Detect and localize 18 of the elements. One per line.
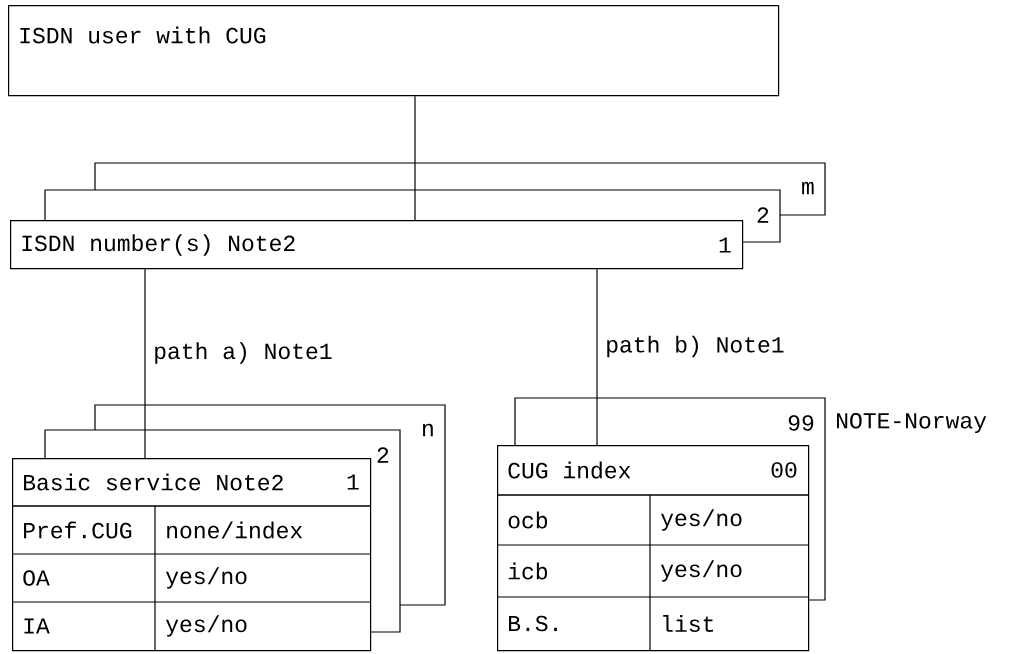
cell-text: yes/no bbox=[165, 615, 247, 637]
edge-label: path a) Note1 bbox=[151, 340, 335, 366]
cell-text: list bbox=[663, 615, 714, 632]
cell-text: none/index bbox=[167, 521, 303, 539]
cell-text: OA bbox=[23, 570, 50, 586]
connector-line bbox=[144, 268, 146, 459]
connector-line bbox=[414, 95, 416, 221]
cell-text: IA bbox=[24, 618, 50, 634]
note-text: NOTE-Norway bbox=[837, 412, 987, 434]
cell-text: yes/no bbox=[165, 567, 247, 589]
record-box: ISDN number(s) Note2 1 bbox=[10, 220, 744, 270]
connector-line bbox=[596, 268, 598, 446]
record-box: ISDN user with CUG bbox=[8, 5, 780, 97]
cell-text: yes/no bbox=[660, 560, 742, 582]
cell-text: yes/no bbox=[660, 509, 742, 531]
cell-text: Pref.CUG bbox=[24, 521, 132, 539]
edge-label: path b) Note1 bbox=[603, 333, 787, 360]
cell-text: B.S. bbox=[509, 615, 557, 632]
